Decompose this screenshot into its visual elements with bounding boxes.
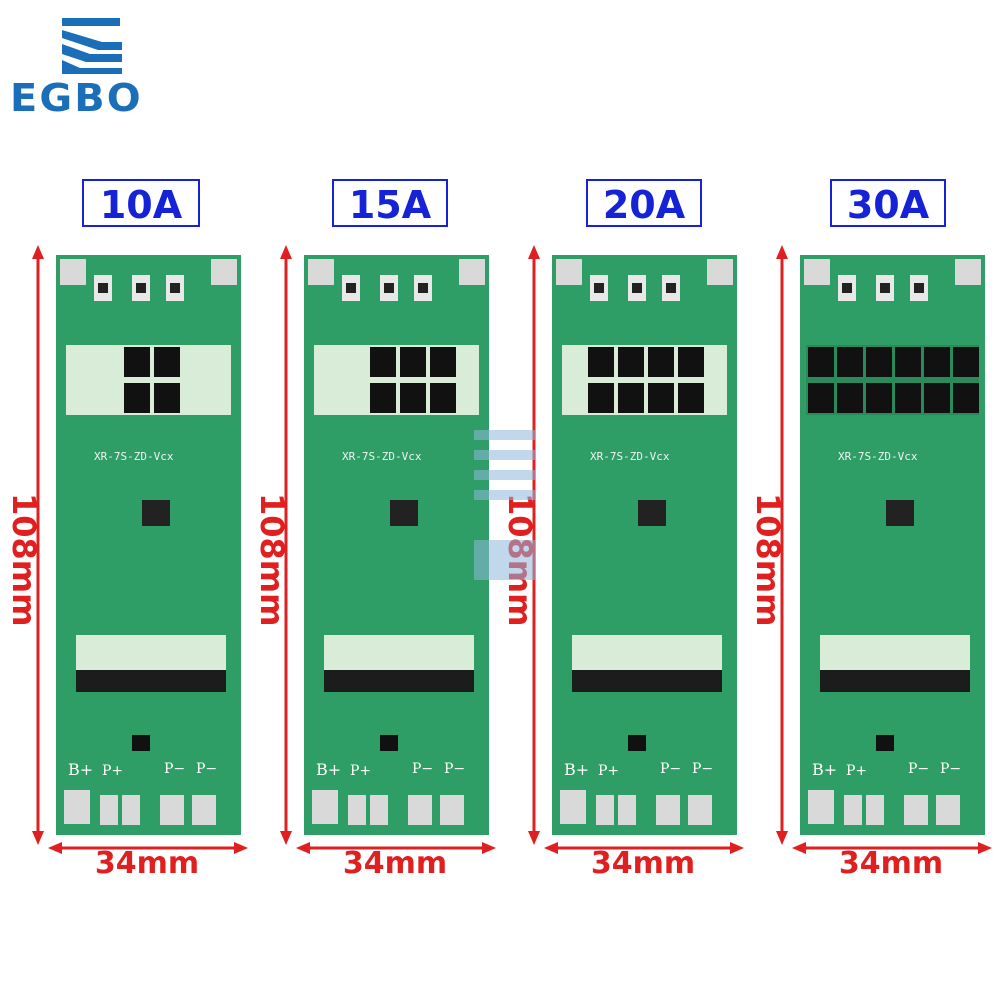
svg-text:B+: B+ (316, 760, 341, 779)
width-dimension-label: 34mm (590, 846, 696, 881)
current-rating-label: 10A (82, 179, 200, 227)
width-dimension-arrow (48, 842, 248, 854)
width-dimension-arrow (296, 842, 496, 854)
svg-text:P−: P− (164, 761, 185, 777)
svg-text:P−: P− (196, 761, 217, 777)
silkscreen-text: XR-7S-ZD-Vcx (838, 450, 918, 463)
bms-pcb-board: XR-7S-ZD-Vcx B+ P+ P− P− (800, 255, 985, 835)
variant-10a: 10A 108mm 34mm XR-7S-ZD-Vcx B+ P+ P− P− (0, 0, 250, 1000)
svg-text:P−: P− (412, 761, 433, 777)
height-dimension-arrow (280, 245, 292, 845)
svg-text:P−: P− (444, 761, 465, 777)
width-dimension-arrow (792, 842, 992, 854)
silkscreen-text: XR-7S-ZD-Vcx (94, 450, 174, 463)
height-dimension-arrow (32, 245, 44, 845)
watermark-logo-icon (474, 430, 536, 580)
width-dimension-arrow (544, 842, 744, 854)
svg-text:B+: B+ (68, 760, 93, 779)
svg-text:P+: P+ (350, 763, 371, 779)
variant-15a: 15A 108mm 34mm XR-7S-ZD-Vcx B+ P+ P− P− (248, 0, 498, 1000)
silkscreen-text: XR-7S-ZD-Vcx (342, 450, 422, 463)
egbo-logo: EGBO (6, 10, 176, 120)
current-rating-label: 20A (586, 179, 702, 227)
variant-20a: 20A 108mm 34mm XR-7S-ZD-Vcx B+ P+ P− P− (496, 0, 746, 1000)
svg-text:P−: P− (692, 761, 713, 777)
current-rating-label: 15A (332, 179, 448, 227)
svg-text:P+: P+ (846, 763, 867, 779)
bms-pcb-board: XR-7S-ZD-Vcx B+ P+ P− P− (304, 255, 489, 835)
variant-30a: 30A 108mm 34mm XR-7S-ZD-Vcx B+ P+ P− P− (744, 0, 994, 1000)
svg-text:P+: P+ (102, 763, 123, 779)
svg-text:P−: P− (660, 761, 681, 777)
height-dimension-label: 108mm (5, 493, 43, 627)
current-rating-label: 30A (830, 179, 946, 227)
height-dimension-arrow (776, 245, 788, 845)
height-dimension-label: 108mm (253, 493, 291, 627)
width-dimension-label: 34mm (94, 846, 200, 881)
svg-text:B+: B+ (564, 760, 589, 779)
width-dimension-label: 34mm (342, 846, 448, 881)
width-dimension-label: 34mm (838, 846, 944, 881)
height-dimension-label: 108mm (749, 493, 787, 627)
logo-text: EGBO (10, 76, 143, 120)
silkscreen-text: XR-7S-ZD-Vcx (590, 450, 670, 463)
svg-text:P−: P− (908, 761, 929, 777)
svg-text:P+: P+ (598, 763, 619, 779)
bms-pcb-board: XR-7S-ZD-Vcx B+ P+ P− P− (552, 255, 737, 835)
svg-text:P−: P− (940, 761, 961, 777)
svg-text:B+: B+ (812, 760, 837, 779)
egbo-logo-mark-icon (62, 18, 122, 74)
bms-pcb-board: XR-7S-ZD-Vcx B+ P+ P− P− (56, 255, 241, 835)
